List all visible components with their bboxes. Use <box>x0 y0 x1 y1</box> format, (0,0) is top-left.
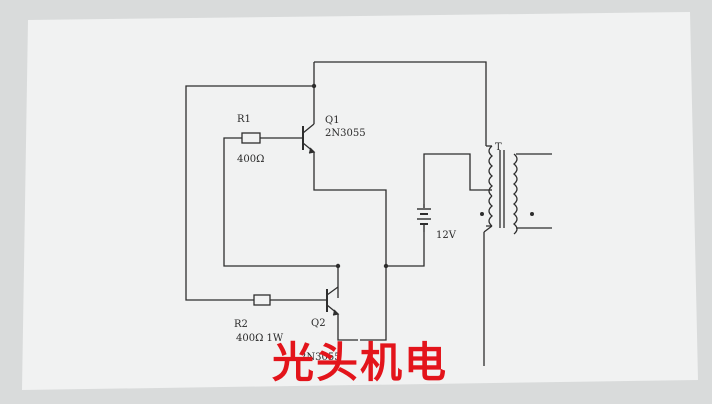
label-q1-part: 2N3055 <box>325 128 366 139</box>
resistor-r1 <box>241 132 261 144</box>
wire-top-rail <box>314 61 487 146</box>
label-transformer: T <box>495 142 502 153</box>
wire-r1-drop <box>223 143 339 298</box>
label-q2-part: 2N3055 <box>300 352 341 363</box>
battery-12v <box>417 204 431 232</box>
wire-q2-emitter <box>337 314 358 341</box>
label-r1-name: R1 <box>237 114 251 125</box>
transformer-t <box>483 145 518 235</box>
watermark-logo: 光头机电 <box>272 338 449 387</box>
wires <box>185 61 552 366</box>
resistor-r2 <box>253 294 271 306</box>
transistor-q1 <box>302 108 316 168</box>
dot-markers <box>480 212 534 216</box>
junctions <box>311 83 389 269</box>
label-r2-value: 400Ω 1W <box>236 333 284 344</box>
paper-sheet <box>22 12 698 390</box>
label-q1-name: Q1 <box>325 115 340 126</box>
primary-coil-upper <box>488 145 494 197</box>
transistor-q2 <box>326 286 340 316</box>
label-battery-voltage: 12V <box>436 230 456 241</box>
wire-battery-top <box>423 153 484 204</box>
label-r1-value: 400Ω <box>237 154 265 165</box>
wire-left-loop <box>185 85 314 301</box>
primary-coil-lower <box>488 195 494 227</box>
label-r2-name: R2 <box>234 319 248 330</box>
label-q2-name: Q2 <box>311 318 326 329</box>
secondary-coil <box>512 153 518 235</box>
wire-mid-to-battery <box>386 232 425 267</box>
wire-q1-emitter <box>313 168 387 341</box>
wire-r1-left <box>223 137 242 143</box>
